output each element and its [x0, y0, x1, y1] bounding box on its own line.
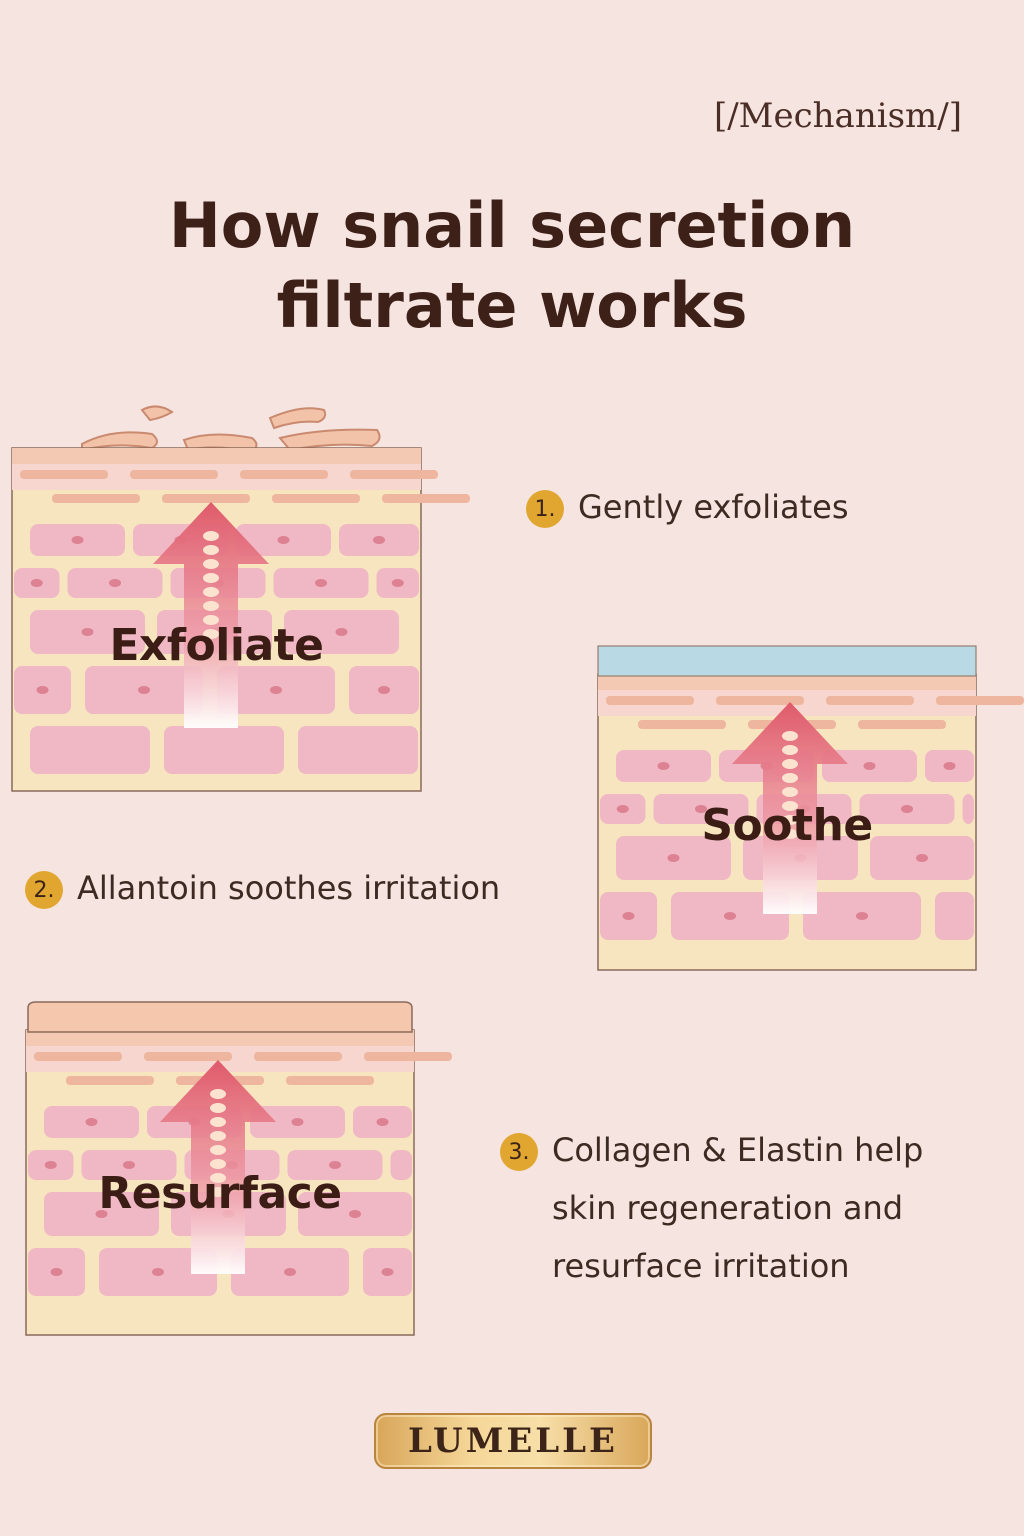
soothing-layer-icon	[597, 645, 977, 677]
cell-nucleus	[277, 536, 290, 544]
flat-cell	[20, 470, 108, 479]
exfoliate-arrow	[153, 502, 269, 728]
flat-cell	[162, 494, 250, 503]
step-3-badge: 3.	[500, 1133, 538, 1171]
flat-cell	[382, 494, 470, 503]
resurfaced-layer-icon	[27, 1001, 413, 1033]
cell-nucleus	[863, 762, 876, 770]
step-2-text: Allantoin soothes irritation	[77, 869, 501, 907]
skin-cell	[390, 1150, 412, 1180]
step-3-text: Collagen & Elastin help skin regeneratio…	[552, 1121, 923, 1295]
step-1-badge: 1.	[526, 490, 564, 528]
flat-cell	[66, 1076, 154, 1085]
flat-cell	[350, 470, 438, 479]
flat-cell	[638, 720, 726, 729]
cell-nucleus	[329, 1161, 341, 1169]
exfoliate-panel: Exfoliate	[11, 398, 470, 792]
flat-cell	[240, 470, 328, 479]
cell-nucleus	[657, 762, 670, 770]
cell-nucleus	[291, 1118, 304, 1126]
cell-nucleus	[315, 579, 327, 587]
flat-cell	[34, 1052, 122, 1061]
cell-nucleus	[152, 1268, 164, 1276]
cell-nucleus	[81, 628, 94, 636]
step-3-line-1: Collagen & Elastin help	[552, 1131, 924, 1169]
skin-cell	[164, 726, 284, 774]
resurface-label: Resurface	[98, 1168, 342, 1219]
cell-nucleus	[724, 912, 736, 920]
page-title: How snail secretion filtrate works	[0, 186, 1024, 346]
step-3-line-3: resurface irritation	[552, 1247, 850, 1285]
cell-nucleus	[284, 1268, 296, 1276]
cell-nucleus	[856, 912, 868, 920]
cell-nucleus	[335, 628, 348, 636]
cell-nucleus	[95, 1210, 108, 1218]
resurface-panel: Resurface	[25, 1001, 452, 1336]
soothe-label: Soothe	[701, 800, 873, 851]
soothe-panel: Soothe	[597, 645, 1024, 971]
skin-diagram-exfoliate	[11, 405, 470, 792]
skin-cell	[962, 794, 974, 824]
cell-nucleus	[123, 1161, 135, 1169]
cell-nucleus	[943, 762, 956, 770]
cell-nucleus	[36, 686, 49, 694]
title-line-1: How snail secretion	[168, 189, 856, 262]
cell-nucleus	[378, 686, 390, 694]
flat-cell	[606, 696, 694, 705]
exfoliate-label: Exfoliate	[109, 620, 324, 671]
cell-nucleus	[376, 1118, 389, 1126]
flat-cell	[364, 1052, 452, 1061]
cell-nucleus	[695, 805, 707, 813]
step-1: 1. Gently exfoliates	[526, 488, 849, 536]
cell-nucleus	[349, 1210, 361, 1218]
flat-cell	[716, 696, 804, 705]
cell-nucleus	[44, 1161, 57, 1169]
step-3: 3. Collagen & Elastin help skin regenera…	[500, 1131, 923, 1295]
flat-cell	[130, 470, 218, 479]
skin-cell	[935, 892, 974, 940]
skin-cell	[30, 726, 150, 774]
skin-cell	[298, 726, 418, 774]
step-2: 2. Allantoin soothes irritation	[25, 869, 500, 917]
cell-nucleus	[109, 579, 121, 587]
cell-nucleus	[616, 805, 629, 813]
section-tag: [/Mechanism/]	[713, 96, 962, 136]
resurface-arrow	[160, 1060, 276, 1274]
cell-nucleus	[50, 1268, 63, 1276]
cell-nucleus	[622, 912, 635, 920]
flat-cell	[826, 696, 914, 705]
flat-cell	[286, 1076, 374, 1085]
flat-cell	[254, 1052, 342, 1061]
cell-nucleus	[381, 1268, 394, 1276]
step-3-line-2: skin regeneration and	[552, 1189, 904, 1227]
flat-cell	[52, 494, 140, 503]
cell-nucleus	[901, 805, 913, 813]
cell-nucleus	[270, 686, 282, 694]
brand-logo: LUMELLE	[374, 1413, 652, 1469]
cell-nucleus	[138, 686, 150, 694]
step-2-badge: 2.	[25, 871, 63, 909]
skin-layers	[11, 447, 470, 792]
cell-nucleus	[30, 579, 43, 587]
cell-nucleus	[391, 579, 404, 587]
flat-cell	[144, 1052, 232, 1061]
step-1-text: Gently exfoliates	[578, 488, 849, 526]
cell-nucleus	[667, 854, 680, 862]
flat-cell	[858, 720, 946, 729]
soothe-arrow	[732, 702, 848, 914]
skin-diagram-resurface	[25, 1001, 452, 1336]
title-line-2: filtrate works	[276, 269, 748, 342]
flat-cell	[936, 696, 1024, 705]
cell-nucleus	[916, 854, 928, 862]
flat-cell	[272, 494, 360, 503]
cell-nucleus	[373, 536, 385, 544]
cell-nucleus	[85, 1118, 98, 1126]
skin-diagram-soothe	[597, 645, 1024, 971]
cell-nucleus	[71, 536, 84, 544]
